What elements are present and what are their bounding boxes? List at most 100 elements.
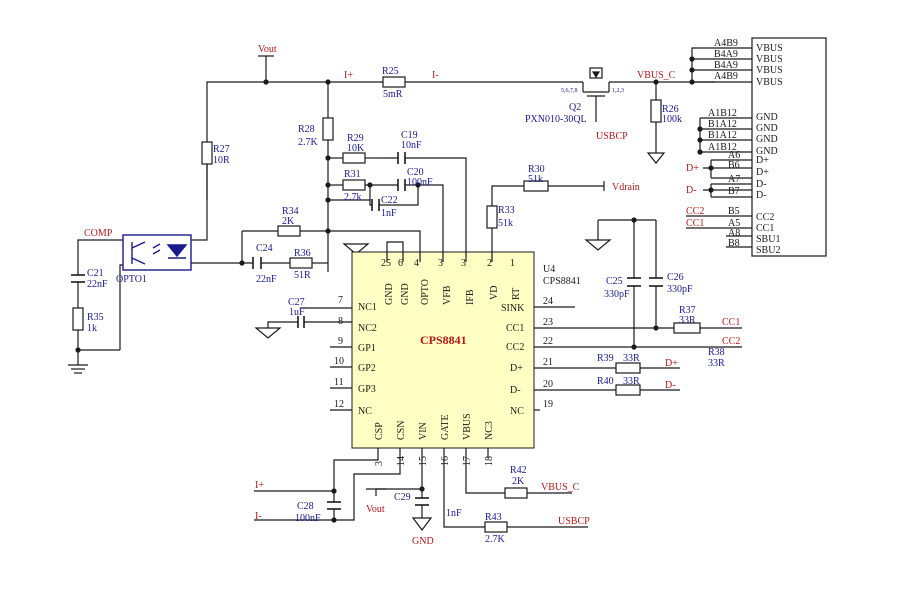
svg-text:2K: 2K <box>512 476 525 487</box>
svg-text:CSP: CSP <box>374 422 385 440</box>
svg-text:C25: C25 <box>606 276 623 287</box>
svg-text:R35: R35 <box>87 312 104 323</box>
r33-body <box>486 205 498 229</box>
ground-icon <box>411 517 433 531</box>
svg-text:D+: D+ <box>756 155 769 166</box>
svg-text:GP2: GP2 <box>358 363 376 374</box>
ic-pin-stubs <box>386 252 493 262</box>
svg-text:I+: I+ <box>255 480 264 491</box>
svg-text:C26: C26 <box>667 272 684 283</box>
pin-num: 4 <box>414 258 419 269</box>
pin-name: RT <box>511 288 522 300</box>
svg-text:D+: D+ <box>510 363 523 374</box>
svg-text:D+: D+ <box>756 167 769 178</box>
pin-name: GND <box>384 283 395 305</box>
svg-text:R43: R43 <box>485 512 502 523</box>
net-labels: Vout I+ I- VBUS_C USBCP COMP Vdrain D+ D… <box>84 44 740 547</box>
svg-text:NC: NC <box>358 406 372 417</box>
pin-name: VD <box>489 286 500 300</box>
svg-text:PXN010-30QL: PXN010-30QL <box>525 114 587 125</box>
svg-text:R26: R26 <box>662 104 679 115</box>
svg-text:C19: C19 <box>401 130 418 141</box>
svg-text:R30: R30 <box>528 164 545 175</box>
svg-text:VBUS: VBUS <box>756 43 783 54</box>
svg-text:VBUS_C: VBUS_C <box>541 482 580 493</box>
svg-text:20: 20 <box>543 379 553 390</box>
svg-text:A4B9: A4B9 <box>714 38 738 49</box>
component-labels: R25 5mR R26 100k R27 10R R28 2.7K R29 10… <box>87 66 725 545</box>
svg-text:C27: C27 <box>288 297 305 308</box>
svg-text:1nF: 1nF <box>381 208 397 219</box>
svg-text:B5: B5 <box>728 206 740 217</box>
svg-text:R39: R39 <box>597 353 614 364</box>
svg-text:16: 16 <box>440 456 451 466</box>
svg-text:33R: 33R <box>623 376 640 387</box>
svg-text:22: 22 <box>543 336 553 347</box>
svg-text:OPTO1: OPTO1 <box>116 274 147 285</box>
svg-text:100k: 100k <box>662 114 682 125</box>
svg-text:GND: GND <box>756 134 778 145</box>
svg-text:10: 10 <box>334 356 344 367</box>
svg-text:D+: D+ <box>665 358 678 369</box>
pin-num: 1 <box>510 258 515 269</box>
svg-text:I-: I- <box>255 511 262 522</box>
svg-text:SBU1: SBU1 <box>756 234 780 245</box>
ground-icon <box>646 152 666 164</box>
r26-body <box>650 99 662 123</box>
svg-text:10R: 10R <box>213 155 230 166</box>
svg-text:C21: C21 <box>87 268 104 279</box>
svg-text:R27: R27 <box>213 144 230 155</box>
svg-text:8: 8 <box>338 316 343 327</box>
svg-text:17: 17 <box>462 456 473 466</box>
svg-text:CSN: CSN <box>396 421 407 440</box>
svg-text:10nF: 10nF <box>401 140 422 151</box>
ic-left-pins: 7 8 9 10 11 12 NC1 NC2 GP1 GP2 GP3 NC <box>334 295 377 417</box>
svg-text:A1B12: A1B12 <box>708 108 737 119</box>
svg-text:NC: NC <box>510 406 524 417</box>
svg-text:C24: C24 <box>256 243 273 254</box>
svg-text:D-: D- <box>686 185 697 196</box>
r34-body <box>277 225 301 237</box>
pin-name: GND <box>400 283 411 305</box>
svg-text:51k: 51k <box>528 174 543 185</box>
svg-text:C28: C28 <box>297 501 314 512</box>
svg-text:D-: D- <box>756 179 767 190</box>
svg-text:VIN: VIN <box>418 422 429 440</box>
svg-text:VBUS: VBUS <box>756 77 783 88</box>
r27-body <box>201 141 213 165</box>
svg-text:R40: R40 <box>597 376 614 387</box>
svg-text:VBUS: VBUS <box>756 65 783 76</box>
ground-icon <box>584 239 612 251</box>
svg-text:33R: 33R <box>679 315 696 326</box>
svg-text:B1A12: B1A12 <box>708 119 737 130</box>
svg-text:1nF: 1nF <box>446 508 462 519</box>
pin-num: 3 <box>438 258 443 269</box>
svg-text:18: 18 <box>484 456 495 466</box>
r30-body <box>523 180 549 192</box>
svg-text:A4B9: A4B9 <box>714 71 738 82</box>
svg-text:A6: A6 <box>728 150 740 161</box>
svg-text:B7: B7 <box>728 186 740 197</box>
svg-text:CC2: CC2 <box>686 206 704 217</box>
svg-text:COMP: COMP <box>84 228 113 239</box>
pin-name: VFB <box>442 285 453 305</box>
ground-symbols <box>68 152 666 531</box>
svg-text:51k: 51k <box>498 218 513 229</box>
svg-text:1k: 1k <box>87 323 97 334</box>
svg-text:19: 19 <box>543 399 553 410</box>
pin-num: 6 <box>398 258 403 269</box>
svg-text:2K: 2K <box>282 216 295 227</box>
r25-body <box>382 76 406 88</box>
svg-text:22nF: 22nF <box>256 274 277 285</box>
svg-text:24: 24 <box>543 296 553 307</box>
svg-text:23: 23 <box>543 317 553 328</box>
r43-body <box>484 521 508 533</box>
svg-text:B6: B6 <box>728 160 740 171</box>
svg-text:R33: R33 <box>498 205 515 216</box>
svg-text:5,6,7,8: 5,6,7,8 <box>561 88 578 94</box>
svg-text:C22: C22 <box>381 195 398 206</box>
svg-text:VBUS_C: VBUS_C <box>637 70 676 81</box>
svg-text:D-: D- <box>665 380 676 391</box>
svg-text:2.7K: 2.7K <box>485 534 506 545</box>
